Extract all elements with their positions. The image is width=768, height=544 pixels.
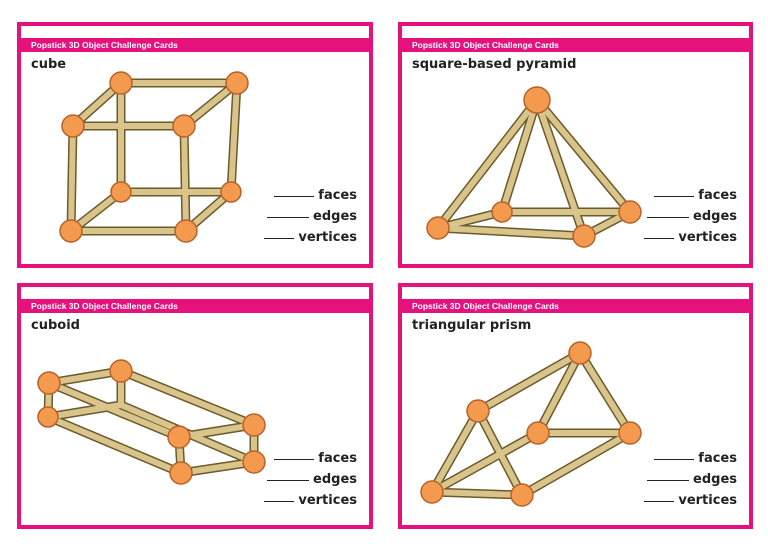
faces-label: faces [318,188,357,203]
answer-lines: faces edges vertices [237,451,357,514]
faces-blank[interactable] [274,458,315,460]
vertices-label: vertices [678,493,737,508]
card-header: Popstick 3D Object Challenge Cards [402,299,749,313]
card-triangular-prism: Popstick 3D Object Challenge Cards trian… [398,283,753,529]
faces-label: faces [698,451,737,466]
faces-row: faces [237,451,357,472]
vertices-blank[interactable] [264,237,295,239]
card-title: triangular prism [412,318,532,333]
card-cube: Popstick 3D Object Challenge Cards cube [17,22,373,268]
faces-blank[interactable] [654,458,695,460]
vertices-row: vertices [617,493,737,514]
card-header: Popstick 3D Object Challenge Cards [402,38,749,52]
answer-lines: faces edges vertices [237,188,357,251]
faces-label: faces [318,451,357,466]
edges-row: edges [237,472,357,493]
edges-label: edges [693,472,737,487]
card-title: square-based pyramid [412,57,577,72]
answer-lines: faces edges vertices [617,188,737,251]
vertices-label: vertices [298,493,357,508]
vertices-label: vertices [298,230,357,245]
answer-lines: faces edges vertices [617,451,737,514]
card-header: Popstick 3D Object Challenge Cards [21,299,369,313]
vertices-blank[interactable] [264,500,295,502]
vertices-blank[interactable] [644,237,675,239]
triangular-prism-model-icon [420,341,642,507]
cuboid-model-icon [37,359,266,485]
edges-row: edges [237,209,357,230]
vertices-blank[interactable] [644,500,675,502]
faces-row: faces [237,188,357,209]
edges-blank[interactable] [647,216,690,218]
faces-label: faces [698,188,737,203]
card-title: cuboid [31,318,80,333]
faces-row: faces [617,188,737,209]
faces-blank[interactable] [274,195,315,197]
card-header: Popstick 3D Object Challenge Cards [21,38,369,52]
edges-blank[interactable] [267,479,310,481]
card-title: cube [31,57,67,72]
vertices-row: vertices [237,493,357,514]
edges-label: edges [693,209,737,224]
edges-label: edges [313,472,357,487]
edges-blank[interactable] [267,216,310,218]
vertices-row: vertices [617,230,737,251]
cube-model-icon [59,71,249,243]
card-cuboid: Popstick 3D Object Challenge Cards cuboi… [17,283,373,529]
vertices-label: vertices [678,230,737,245]
faces-row: faces [617,451,737,472]
card-square-based-pyramid: Popstick 3D Object Challenge Cards squar… [398,22,753,268]
edges-row: edges [617,472,737,493]
vertices-row: vertices [237,230,357,251]
edges-blank[interactable] [647,479,690,481]
edges-label: edges [313,209,357,224]
pyramid-model-icon [426,86,642,248]
edges-row: edges [617,209,737,230]
faces-blank[interactable] [654,195,695,197]
